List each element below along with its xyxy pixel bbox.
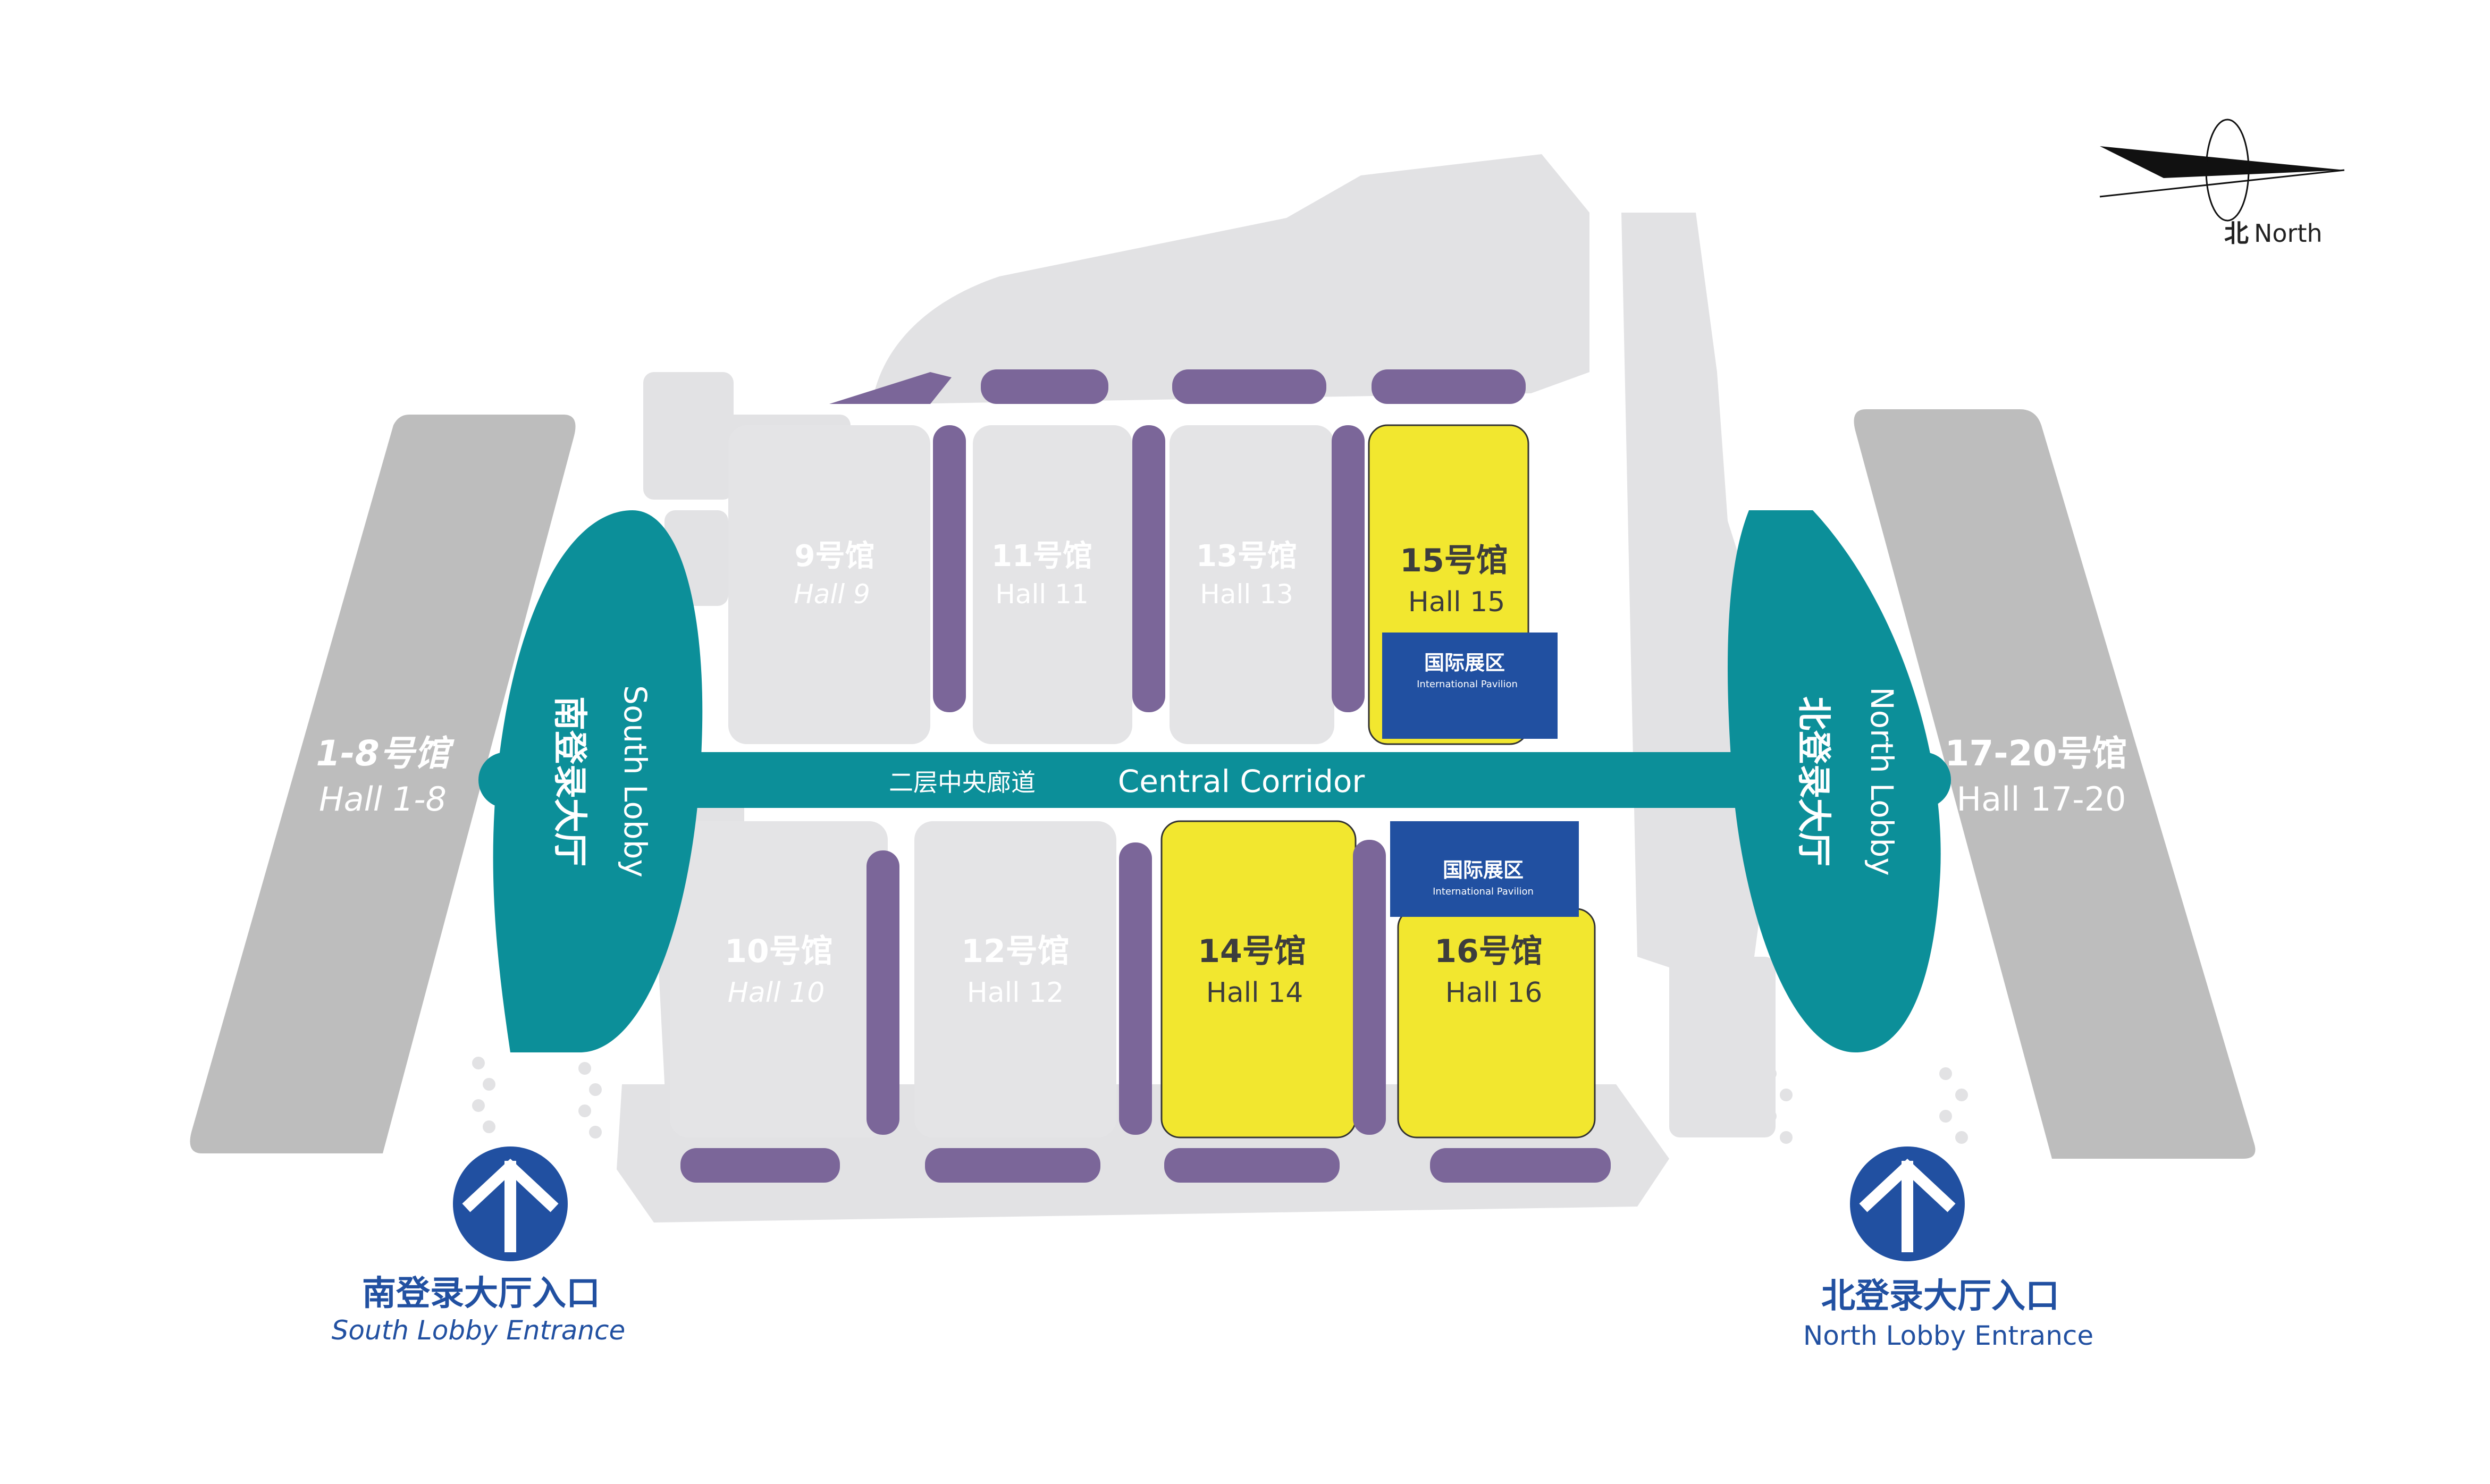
pavilion-15-en: International Pavilion [1417, 679, 1518, 690]
central-corridor [478, 752, 1951, 808]
hall-1-8-block [190, 415, 576, 1153]
strip [829, 372, 952, 404]
pavilion-15-cn: 国际展区 [1424, 651, 1505, 674]
strip [1119, 842, 1152, 1135]
strip [1172, 369, 1326, 404]
hall-17-20-en: Hall 17-20 [1957, 780, 2126, 819]
north-label-en: North [2254, 219, 2323, 248]
hall-12-en: Hall 12 [967, 977, 1064, 1009]
north-label-cn: 北 [2224, 219, 2249, 248]
hall-10-block [670, 821, 888, 1137]
strip [1372, 369, 1526, 404]
hall-13-en: Hall 13 [1200, 579, 1293, 610]
south-dots [472, 1057, 602, 1139]
back-block [643, 372, 734, 500]
strip [1132, 425, 1165, 712]
hall-11-cn: 11号馆 [991, 539, 1092, 574]
service-strips [680, 369, 1611, 1183]
strip [1430, 1148, 1611, 1183]
pavilion-15-block [1382, 633, 1558, 739]
strip [1164, 1148, 1340, 1183]
upper-halls [728, 424, 1558, 745]
hall-17-20-block [1854, 409, 2256, 1159]
top-curved-building [872, 154, 1589, 404]
hall-9-cn: 9号馆 [795, 539, 875, 574]
hall-10-en: Hall 10 [728, 977, 825, 1009]
north-lobby-cn: 北登录大厅 [1794, 696, 1833, 866]
strip [1353, 840, 1386, 1135]
hall-12-block [914, 821, 1116, 1137]
hall-13-cn: 13号馆 [1196, 539, 1297, 574]
hall-15-cn: 15号馆 [1400, 542, 1508, 579]
south-lobby-shape [493, 510, 703, 1052]
hall-11-en: Hall 11 [995, 579, 1089, 610]
strip [925, 1148, 1100, 1183]
right-annex [1669, 957, 1776, 1137]
south-lobby-en: South Lobby [617, 685, 653, 878]
hall-1-8-en: Hall 1-8 [319, 780, 447, 819]
hall-13-block [1170, 425, 1334, 744]
compass-needle-icon [2099, 119, 2345, 222]
hall-16-en: Hall 16 [1445, 977, 1543, 1009]
south-entrance-en: South Lobby Entrance [332, 1315, 626, 1346]
strip [680, 1148, 840, 1183]
hall-16-cn: 16号馆 [1434, 933, 1543, 970]
pavilion-16-block [1390, 821, 1579, 917]
north-entrance-marker[interactable] [1850, 1146, 1965, 1261]
south-entrance-cn: 南登录大厅入口 [362, 1274, 600, 1313]
hall-12-cn: 12号馆 [961, 933, 1070, 970]
up-arrow-icon [1859, 1158, 1956, 1252]
hall-9-en: Hall 9 [794, 579, 870, 610]
hall-9-block [728, 425, 930, 744]
hall-10-cn: 10号馆 [725, 933, 833, 970]
strip [981, 369, 1108, 404]
south-lobby-cn: 南登录大厅 [550, 696, 589, 866]
pavilion-16-cn: 国际展区 [1443, 858, 1524, 882]
up-arrow-icon [462, 1158, 559, 1252]
north-lobby-shape [1728, 510, 1941, 1052]
strip [1332, 425, 1365, 712]
hall-17-20-cn: 17-20号馆 [1945, 733, 2127, 774]
pavilion-16-en: International Pavilion [1433, 886, 1534, 897]
hall-14-en: Hall 14 [1206, 977, 1303, 1009]
strip [933, 425, 966, 712]
north-entrance-cn: 北登录大厅入口 [1821, 1277, 2059, 1316]
strip [867, 850, 899, 1135]
corridor-en: Central Corridor [1118, 763, 1365, 799]
corridor-cn: 二层中央廊道 [889, 768, 1036, 797]
north-dots [1764, 1067, 1968, 1144]
hall-11-block [973, 425, 1132, 744]
hall-15-en: Hall 15 [1408, 586, 1505, 618]
lower-halls [670, 820, 1596, 1139]
south-entrance-marker[interactable] [453, 1146, 568, 1261]
hall-14-cn: 14号馆 [1198, 933, 1306, 970]
hall-1-8-cn: 1-8号馆 [316, 733, 455, 774]
north-entrance-en: North Lobby Entrance [1803, 1320, 2093, 1351]
north-lobby-en: North Lobby [1864, 687, 1900, 875]
